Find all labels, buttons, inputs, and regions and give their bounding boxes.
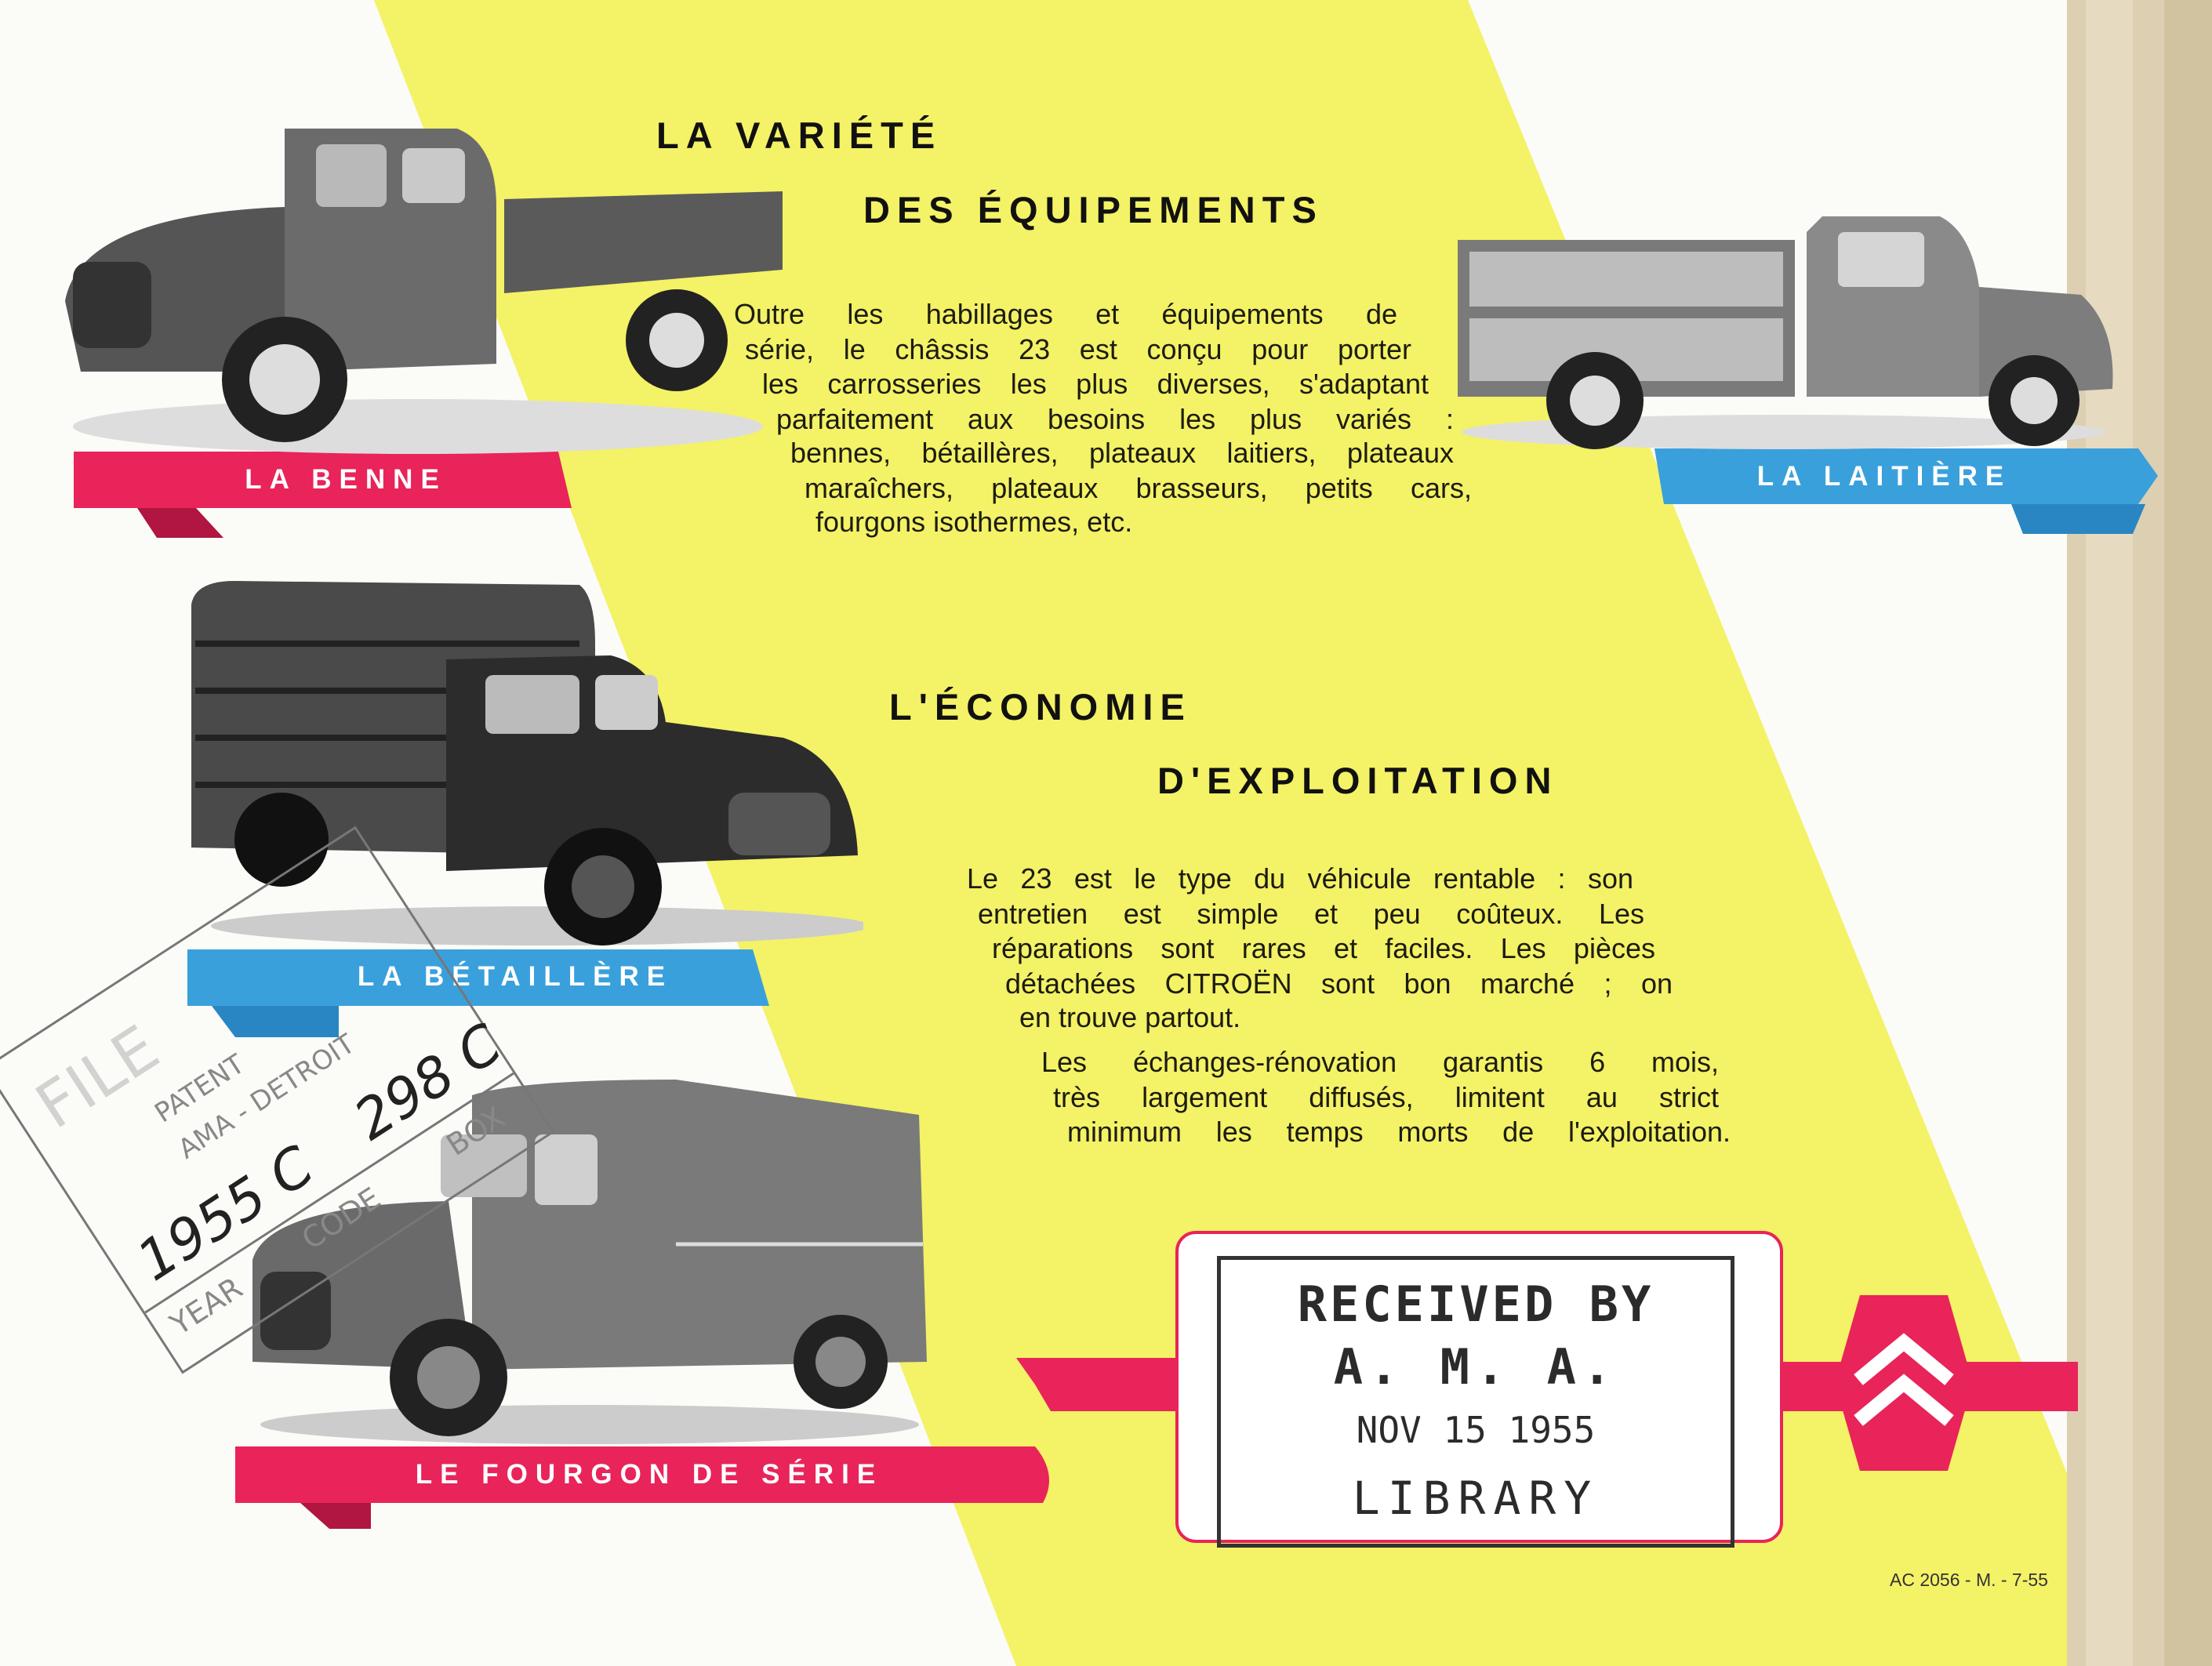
paragraph-line: les carrosseries les plus diverses, s'ad… bbox=[762, 368, 1429, 400]
paragraph-line: Le 23 est le type du véhicule rentable :… bbox=[967, 862, 1633, 895]
section2-title-line1: L'ÉCONOMIE bbox=[889, 686, 1192, 728]
paragraph-line: bennes, bétaillères, plateaux laitiers, … bbox=[790, 437, 1454, 469]
paragraph-line: série, le châssis 23 est conçu pour port… bbox=[745, 333, 1411, 365]
paragraph-line: maraîchers, plateaux brasseurs, petits c… bbox=[805, 472, 1472, 504]
paragraph-line: Outre les habillages et équipements de bbox=[734, 298, 1397, 330]
label-le-fourgon-de-serie: LE FOURGON DE SÉRIE bbox=[415, 1459, 884, 1490]
ribbon-le-fourgon bbox=[235, 1446, 1049, 1529]
paragraph-line: minimum les temps morts de l'exploitatio… bbox=[1067, 1116, 1731, 1148]
paragraph-line: Les échanges-rénovation garantis 6 mois, bbox=[1041, 1046, 1719, 1078]
section1-title-line2: DES ÉQUIPEMENTS bbox=[863, 189, 1324, 230]
paragraph-line: en trouve partout. bbox=[1019, 1001, 1241, 1033]
ribbon-la-benne bbox=[74, 452, 572, 538]
paragraph-line: détachées CITROËN sont bon marché ; on bbox=[1005, 967, 1673, 1000]
archive-code-value: C bbox=[257, 1133, 325, 1208]
ribbon-la-laitiere bbox=[1654, 448, 2158, 534]
citroen-logo bbox=[1835, 1295, 1973, 1471]
footer-code: AC 2056 - M. - 7-55 bbox=[1890, 1570, 2048, 1590]
stamp-date: NOV 15 1955 bbox=[1356, 1409, 1596, 1451]
fourgon-truck-photo bbox=[252, 1080, 927, 1444]
stamp-library: LIBRARY bbox=[1352, 1472, 1600, 1525]
section1-title-line1: LA VARIÉTÉ bbox=[656, 114, 943, 156]
paragraph-line: fourgons isothermes, etc. bbox=[815, 506, 1133, 538]
section2-title-line2: D'EXPLOITATION bbox=[1157, 760, 1559, 801]
label-la-betaillere: LA BÉTAILLÈRE bbox=[357, 961, 674, 992]
label-la-benne: LA BENNE bbox=[245, 464, 447, 495]
archive-box-label: BOX bbox=[440, 1099, 511, 1163]
paragraph-line: entretien est simple et peu coûteux. Les bbox=[978, 898, 1644, 930]
label-la-laitiere: LA LAITIÈRE bbox=[1756, 461, 2012, 492]
received-stamp: RECEIVED BY A. M. A. NOV 15 1955 LIBRARY bbox=[1217, 1256, 1734, 1548]
stamp-received-by: RECEIVED BY bbox=[1297, 1276, 1654, 1333]
ribbon-la-betaillere bbox=[187, 949, 769, 1037]
received-stamp-frame bbox=[1175, 1231, 1783, 1543]
archive-faint-word: FILE bbox=[23, 1011, 172, 1143]
betaillere-truck-photo bbox=[191, 581, 863, 946]
stamp-ama: A. M. A. bbox=[1333, 1338, 1618, 1396]
paragraph-line: très largement diffusés, limitent au str… bbox=[1053, 1081, 1719, 1113]
benne-truck-photo bbox=[65, 129, 783, 454]
paragraph-line: réparations sont rares et faciles. Les p… bbox=[992, 932, 1655, 964]
laitiere-truck-photo bbox=[1458, 216, 2113, 449]
paragraph-line: parfaitement aux besoins les plus variés… bbox=[776, 403, 1454, 435]
